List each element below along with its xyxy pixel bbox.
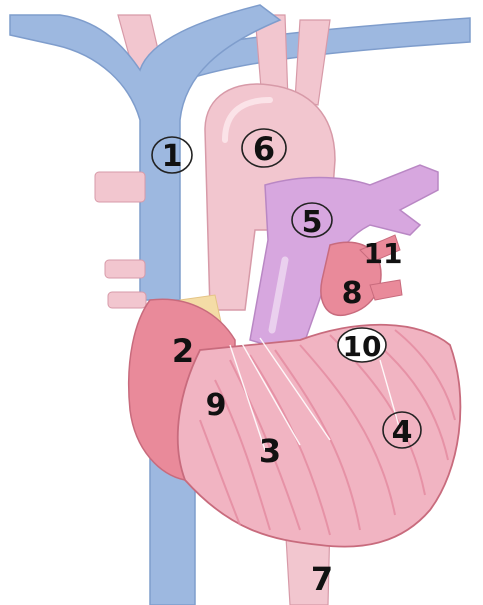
svg-text:2: 2 [172, 332, 194, 370]
right-pulmonary-vein-mid [105, 260, 145, 278]
left-subclavian [295, 20, 330, 105]
svg-text:6: 6 [253, 130, 275, 168]
label-7: 7 [311, 560, 333, 598]
svg-text:4: 4 [392, 415, 413, 450]
ventricles [178, 325, 461, 547]
svg-text:10: 10 [343, 330, 382, 363]
svg-text:7: 7 [311, 560, 333, 598]
label-8: 8 [342, 276, 363, 311]
label-11: 11 [364, 237, 403, 270]
svg-text:8: 8 [342, 276, 363, 311]
label-2: 2 [172, 332, 194, 370]
right-pulmonary-vein-lower [108, 292, 146, 308]
svg-text:9: 9 [206, 388, 227, 423]
svg-text:5: 5 [302, 205, 323, 240]
svg-text:11: 11 [364, 237, 403, 270]
svg-text:3: 3 [259, 432, 281, 470]
label-10: 10 [338, 328, 386, 363]
svg-text:1: 1 [162, 139, 183, 174]
right-pulmonary-vein-upper [95, 172, 145, 202]
label-9: 9 [206, 388, 227, 423]
label-3: 3 [259, 432, 281, 470]
